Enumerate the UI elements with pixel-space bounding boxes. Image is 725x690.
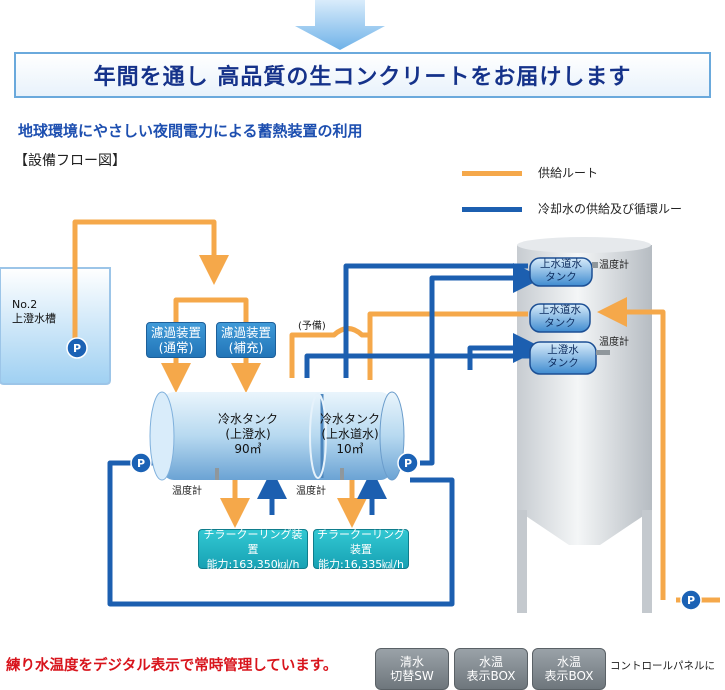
thermometer-label: 温度計: [599, 260, 629, 271]
thermometer-label: 温度計: [599, 337, 629, 348]
legend-supply-label: 供給ルート: [538, 166, 599, 180]
water-temp-display-button[interactable]: 水温 表示BOX: [454, 648, 528, 690]
pump-label: P: [404, 457, 412, 470]
pump-icon: P: [397, 452, 419, 474]
flow-diagram-title: 【設備フロー図】: [14, 153, 126, 169]
cold-tank-label-main: 冷水タンク (上澄水) 90㎥: [217, 412, 278, 456]
silo-tank-label-clear: 上澄水 タンク: [547, 344, 579, 369]
water-tank: [0, 267, 111, 385]
legend-cooling-line: [462, 207, 522, 212]
filter-unit-normal: 濾過装置 (通常): [146, 322, 206, 358]
legend-cooling-label: 冷却水の供給及び循環ルー: [538, 202, 683, 216]
pump-label: P: [73, 342, 81, 355]
down-arrow-icon: [295, 0, 385, 50]
footer-message: 練り水温度をデジタル表示で常時管理しています。: [6, 658, 338, 674]
thermometer-label: 温度計: [296, 486, 326, 497]
chiller-unit-large: チラークーリング装置 能力:163,350㎉/h: [198, 528, 308, 571]
filter-unit-supplement: 濾過装置 (補充): [216, 322, 276, 358]
spare-label: (予備): [298, 321, 326, 332]
silo-tanks: [529, 257, 610, 375]
pump-label: P: [137, 457, 145, 470]
pump-icon: P: [130, 452, 152, 474]
silo-tank-label-city-2: 上水道水 タンク: [539, 304, 581, 329]
silo-tank-label-city-1: 上水道水 タンク: [540, 258, 582, 283]
cold-tanks: [149, 391, 405, 481]
chiller-unit-small: チラークーリング装置 能力:16,335㎉/h: [313, 528, 409, 571]
footer-note: コントロールパネルに: [610, 660, 715, 672]
cold-tank-label-city: 冷水タンク (上水道水) 10㎥: [319, 412, 380, 456]
page-title: 年間を通し 高品質の生コンクリートをお届けします: [14, 52, 711, 98]
legend-supply-line: [462, 171, 522, 176]
thermometer-label: 温度計: [172, 486, 202, 497]
subtitle: 地球環境にやさしい夜間電力による蓄熱装置の利用: [18, 122, 363, 140]
water-tank-label: No.2 上澄水槽: [12, 298, 56, 325]
water-temp-display-button[interactable]: 水温 表示BOX: [532, 648, 606, 690]
silo: [517, 237, 652, 613]
pump-label: P: [687, 594, 695, 607]
pump-icon: P: [680, 589, 702, 611]
legend: 供給ルート 冷却水の供給及び循環ルー: [460, 162, 720, 222]
pump-icon: P: [66, 337, 88, 359]
freshwater-switch-button[interactable]: 清水 切替SW: [375, 648, 449, 690]
